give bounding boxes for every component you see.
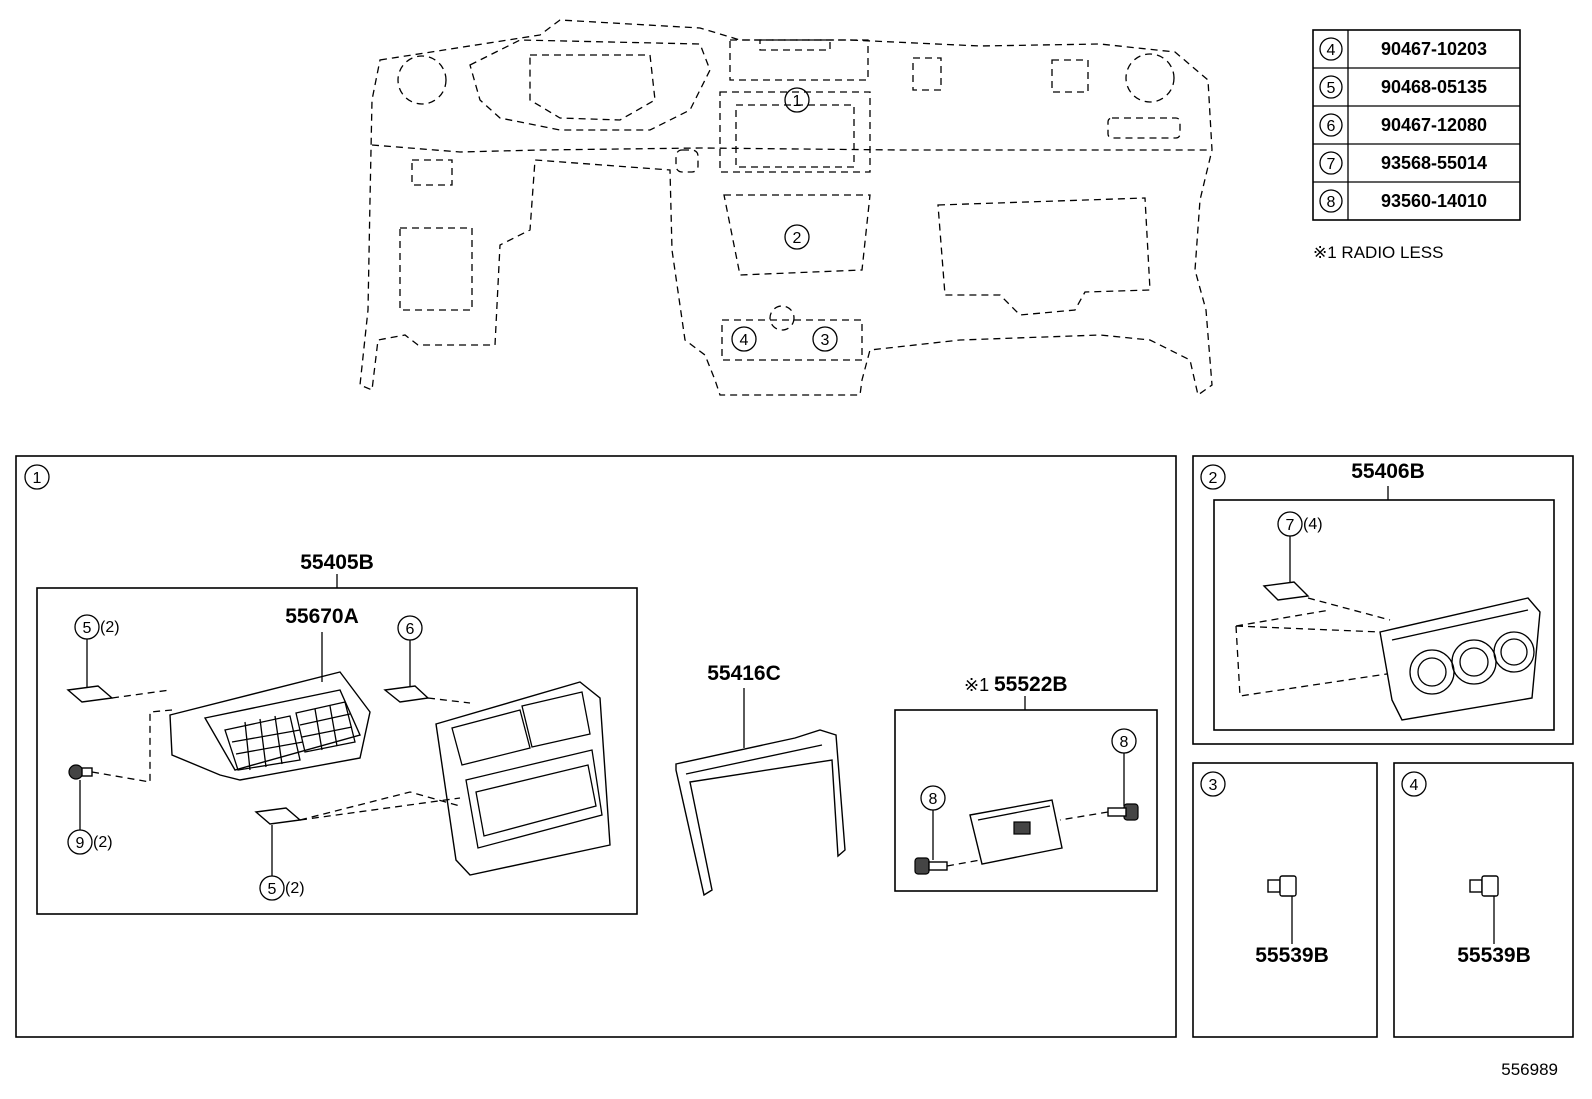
- svg-text:90468-05135: 90468-05135: [1381, 77, 1487, 97]
- svg-text:(2): (2): [100, 619, 120, 636]
- dashboard-overview: 1 2 3 4: [359, 19, 1213, 397]
- overview-callout-1: 1: [784, 87, 810, 113]
- part-55670a-label: 55670A: [285, 605, 359, 628]
- svg-text:(4): (4): [1303, 516, 1323, 533]
- panel-2-ref: 2: [1209, 470, 1218, 487]
- legend-row: 8 93560-14010: [1319, 189, 1487, 213]
- legend-row: 6 90467-12080: [1319, 113, 1487, 137]
- diagram-id: 556989: [1501, 1060, 1558, 1079]
- svg-text:8: 8: [1120, 734, 1129, 751]
- part-55405b-label: 55405B: [300, 551, 374, 574]
- callout-9: 9 (2): [67, 709, 173, 855]
- heater-control-bezel: [1379, 597, 1541, 721]
- radio-blank-plate: [969, 799, 1063, 865]
- svg-text:93560-14010: 93560-14010: [1381, 191, 1487, 211]
- callout-7: 7 (4): [1262, 511, 1391, 621]
- panel-2: 2 55406B 7 (4): [1192, 455, 1574, 745]
- part-55406b-label: 55406B: [1351, 460, 1425, 483]
- overview-callout-3: 3: [812, 326, 838, 352]
- legend-row: 7 93568-55014: [1319, 151, 1487, 175]
- svg-text:6: 6: [406, 621, 415, 638]
- frame-55416c: [675, 729, 846, 897]
- part-55539b-label: 55539B: [1255, 944, 1329, 967]
- legend-row: 5 90468-05135: [1319, 75, 1487, 99]
- screw-8-right: 8: [1059, 728, 1139, 821]
- svg-text:7: 7: [1327, 156, 1336, 173]
- svg-text:4: 4: [1327, 42, 1336, 59]
- part-55539b-label: 55539B: [1457, 944, 1531, 967]
- callout-5-bottom: 5 (2): [254, 791, 461, 901]
- svg-text:(2): (2): [93, 834, 113, 851]
- svg-text:9: 9: [76, 835, 85, 852]
- svg-text:5: 5: [83, 620, 92, 637]
- svg-text:8: 8: [1327, 194, 1336, 211]
- panel-3-ref: 3: [1209, 777, 1218, 794]
- svg-text:5: 5: [1327, 80, 1336, 97]
- part-55522b-mark: ※1: [964, 675, 989, 695]
- legend-row: 4 90467-10203: [1319, 37, 1487, 61]
- part-55522b-label: 55522B: [994, 673, 1068, 696]
- legend-table: 4 90467-10203 5 90468-05135 6 90467-1208…: [1312, 29, 1521, 221]
- svg-text:3: 3: [821, 332, 830, 349]
- part-55416c-label: 55416C: [707, 662, 781, 685]
- plug-55539b: [1469, 875, 1499, 944]
- svg-text:90467-12080: 90467-12080: [1381, 115, 1487, 135]
- radio-less-note: ※1 RADIO LESS: [1313, 243, 1443, 262]
- panel-3: 3 55539B: [1192, 762, 1378, 1038]
- callout-5-top: 5 (2): [66, 614, 171, 703]
- svg-text:1: 1: [793, 93, 802, 110]
- overview-callout-2: 2: [784, 224, 810, 250]
- svg-text:4: 4: [740, 332, 749, 349]
- assembly-55522b-frame: [894, 709, 1158, 892]
- panel-4-ref: 4: [1410, 777, 1419, 794]
- svg-text:7: 7: [1286, 517, 1295, 534]
- plug-55539b: [1267, 875, 1297, 944]
- panel-1: 1 55405B 55670A 5 (2): [15, 455, 1177, 1038]
- svg-text:93568-55014: 93568-55014: [1381, 153, 1487, 173]
- screw-8-left: 8: [914, 785, 981, 875]
- panel-1-ref: 1: [33, 470, 42, 487]
- overview-callout-4: 4: [731, 326, 757, 352]
- center-bezel: [435, 681, 611, 876]
- panel-4: 4 55539B: [1393, 762, 1574, 1038]
- svg-text:5: 5: [268, 881, 277, 898]
- vent-55670a: [169, 671, 371, 781]
- svg-text:(2): (2): [285, 880, 305, 897]
- svg-text:2: 2: [793, 230, 802, 247]
- svg-text:90467-10203: 90467-10203: [1381, 39, 1487, 59]
- svg-text:8: 8: [929, 791, 938, 808]
- callout-6: 6: [383, 615, 471, 704]
- svg-text:6: 6: [1327, 118, 1336, 135]
